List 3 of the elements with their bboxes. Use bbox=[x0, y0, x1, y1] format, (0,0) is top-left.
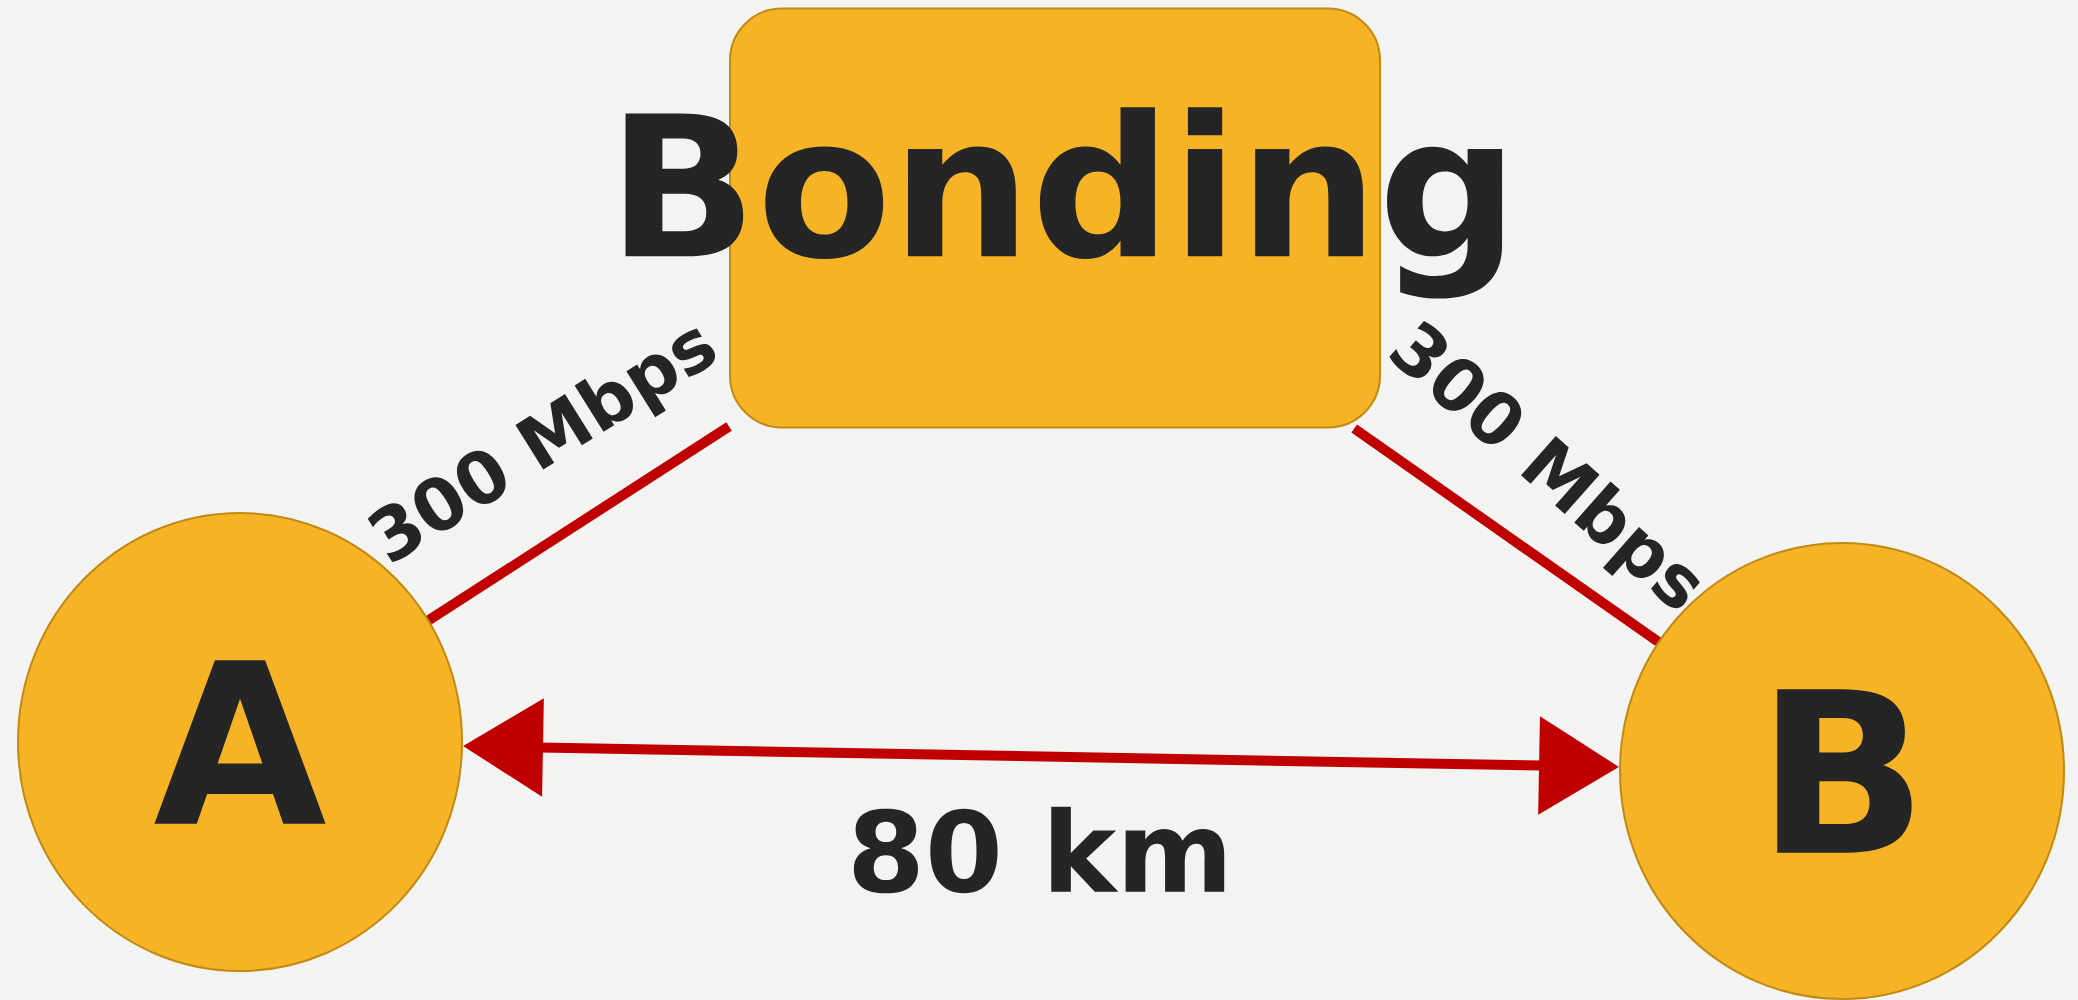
connector-line bbox=[1351, 424, 1661, 646]
connector-line bbox=[426, 422, 732, 625]
edge-label: 80 km bbox=[853, 806, 1225, 894]
